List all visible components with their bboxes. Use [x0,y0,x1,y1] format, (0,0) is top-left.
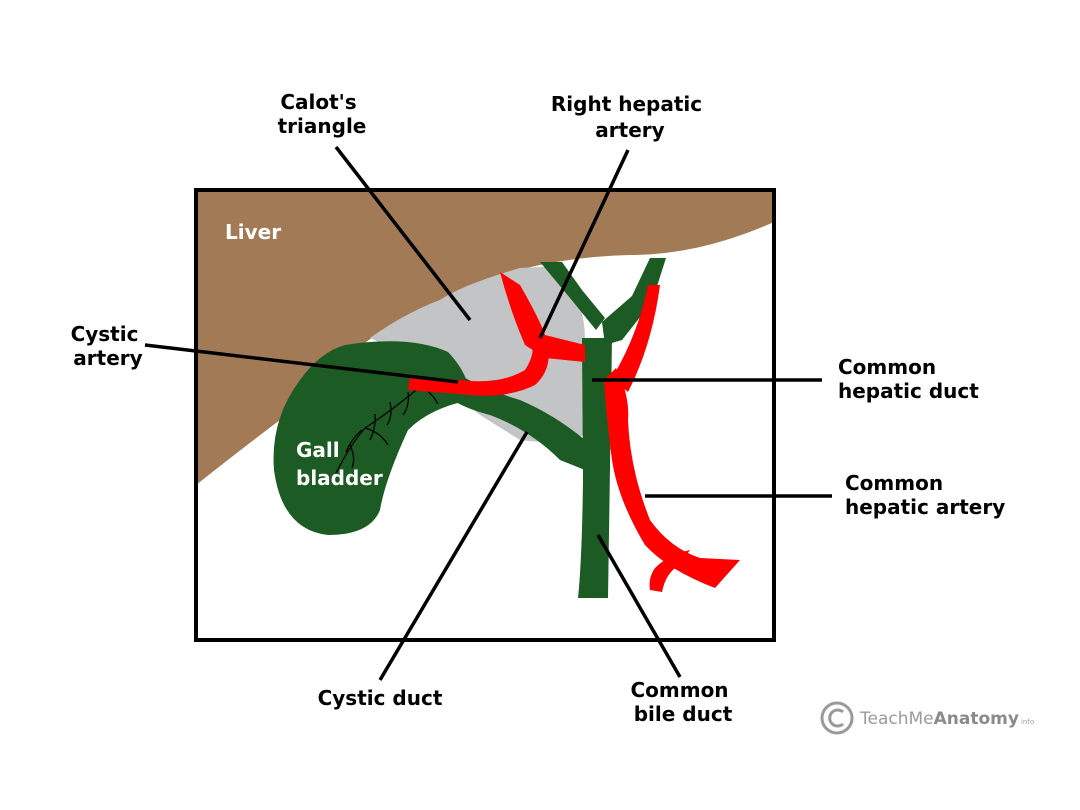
cystic-duct-label: Cystic duct [318,686,443,710]
common-bile-duct-leader [596,534,682,678]
biliary-ducts [445,258,666,598]
diagram-border [194,188,776,642]
common-hepatic-artery-label: Common hepatic artery [845,471,1005,519]
common-bile-duct-label: Common bile duct [630,678,735,726]
arteries [408,272,740,592]
right-hepatic-artery-leader [538,149,630,339]
cystic-duct-leader [378,431,529,681]
cystic-artery-leader [144,343,459,384]
liver-label: Liver [225,220,281,244]
copyright-icon [820,701,854,735]
copyright-c-glyph [828,708,844,728]
cystic-artery-label: Cystic artery [71,322,146,370]
common-hepatic-duct-label: Common hepatic duct [838,355,979,403]
gall-bladder-label: Gall bladder [296,438,383,490]
calots-triangle-leader [334,145,472,322]
gall-bladder-vessels [334,377,439,476]
calots-triangle-label: Calot's triangle [278,90,367,138]
right-hepatic-artery-label: Right hepatic artery [551,92,709,142]
liver [196,190,774,485]
